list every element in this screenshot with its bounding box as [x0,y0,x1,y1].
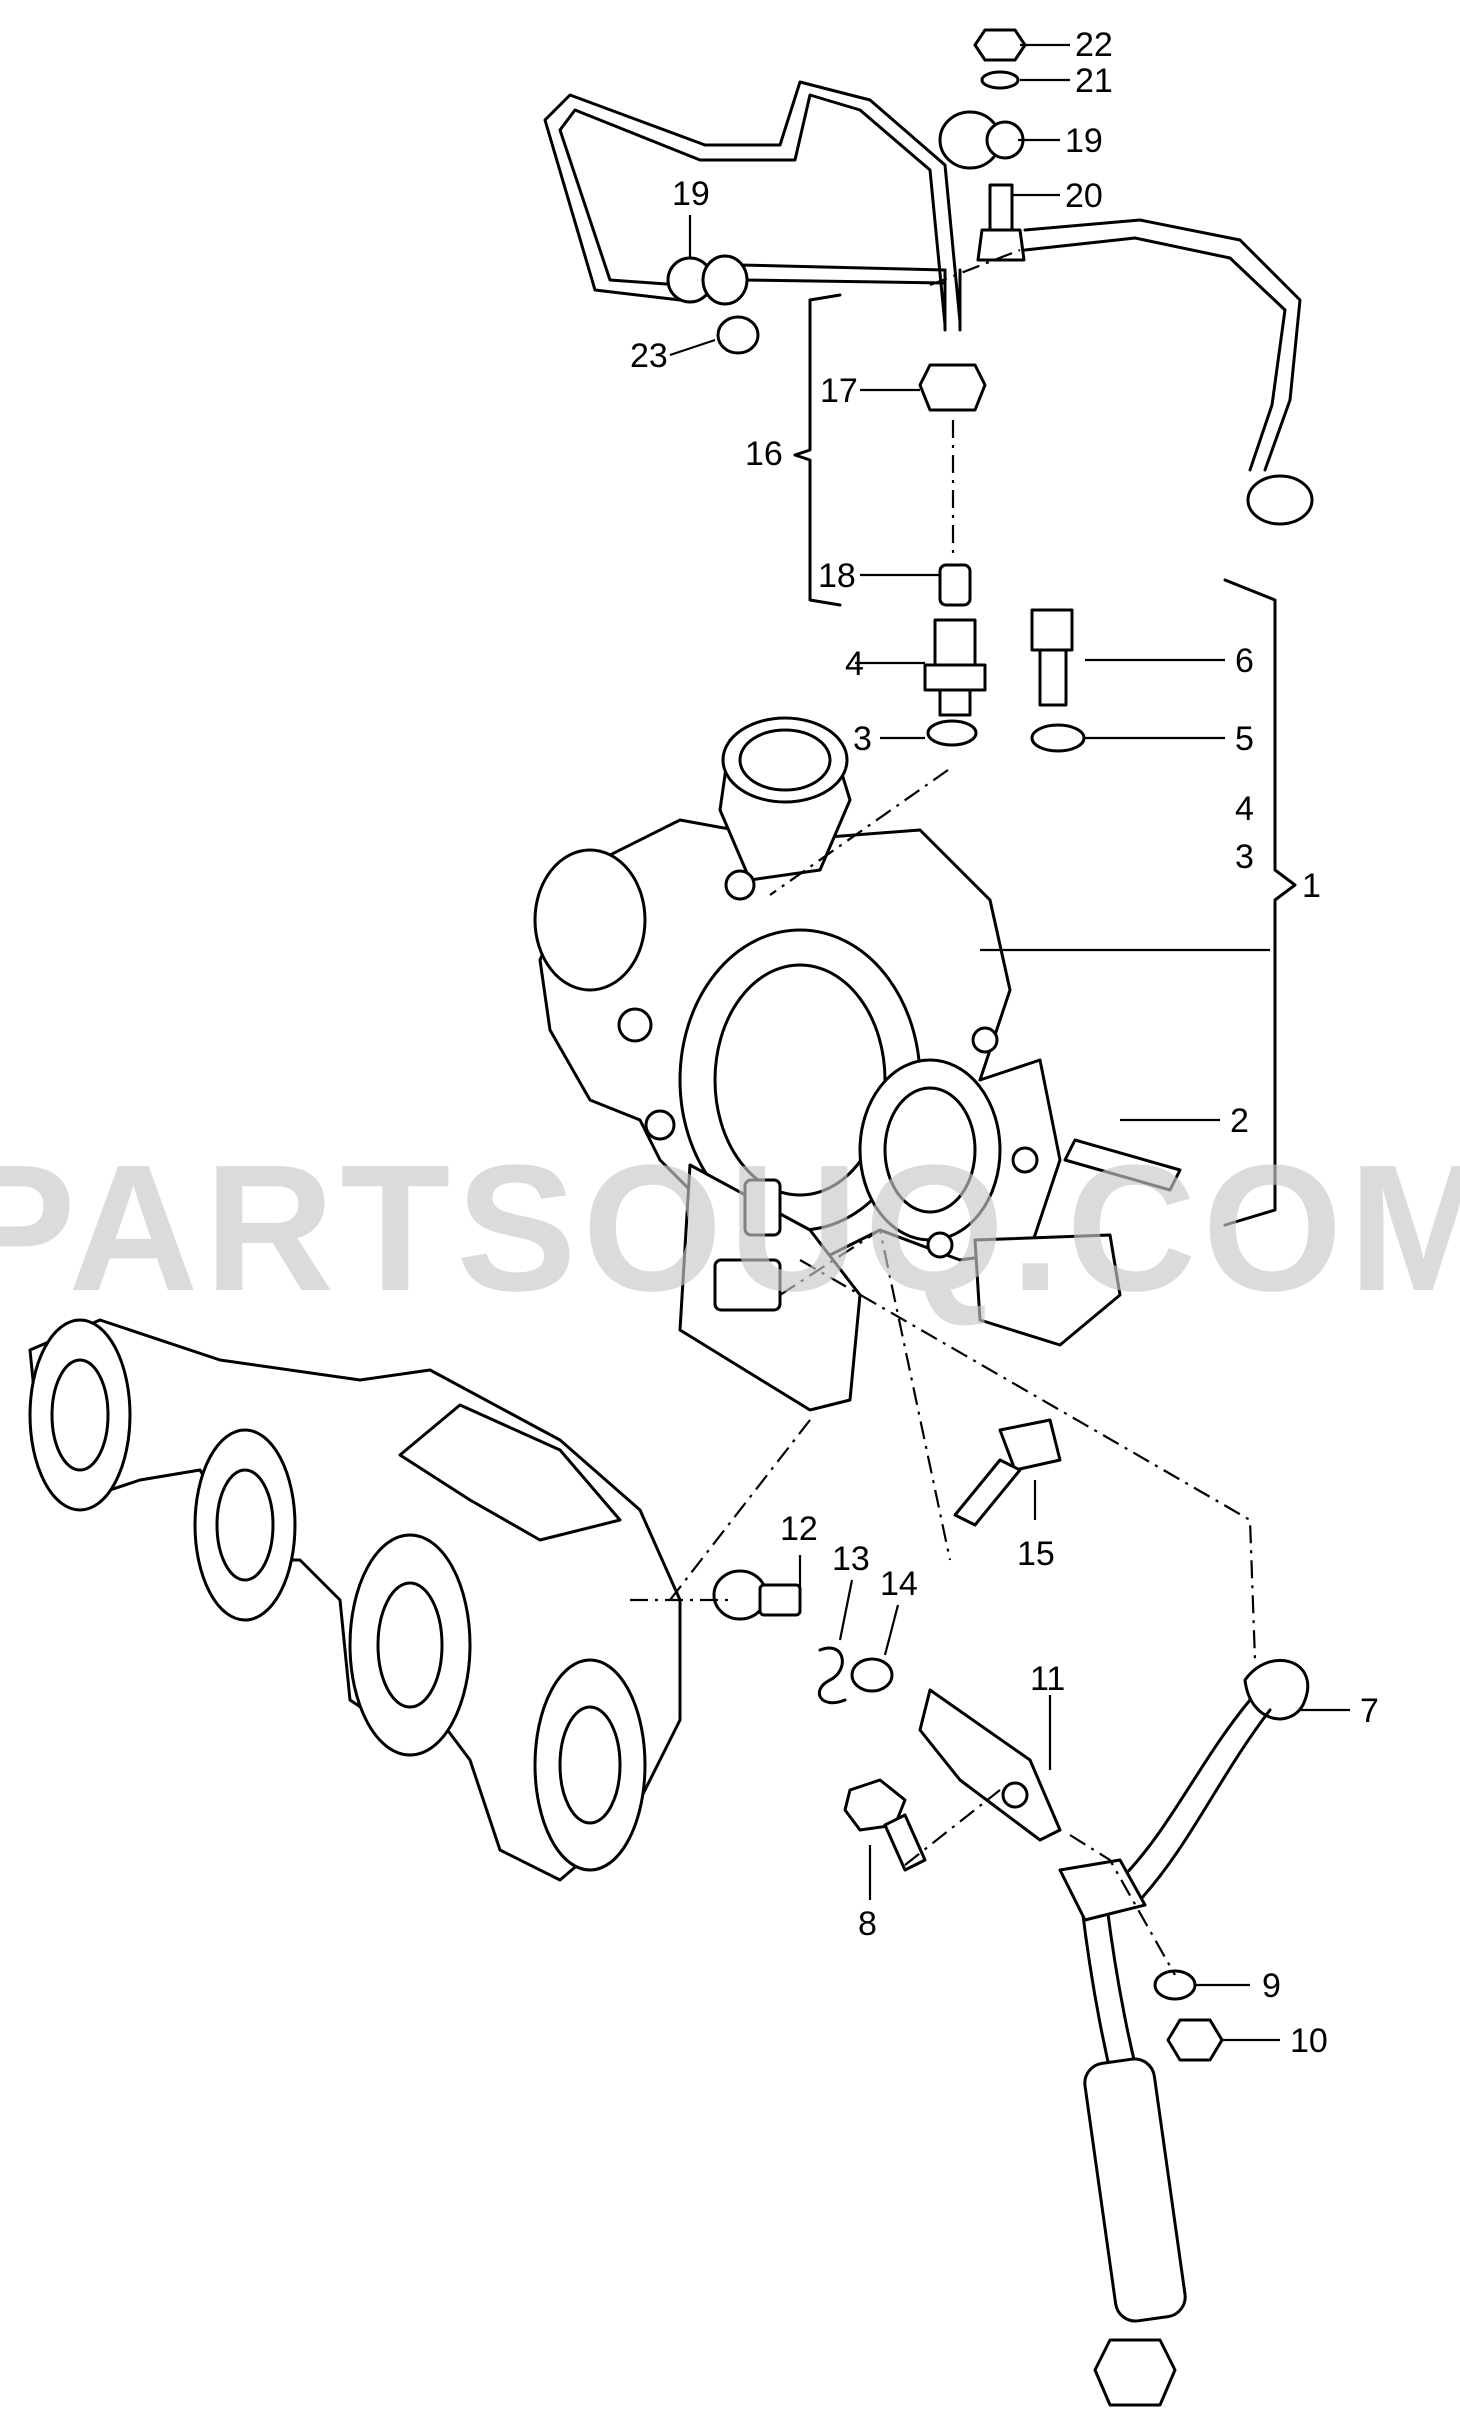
exhaust-manifold [28,1318,682,1882]
callout-18: 18 [818,557,856,595]
clip-19-right [938,110,1025,170]
bolt-15 [953,1418,1062,1527]
clamp-block [1058,1858,1147,1922]
callout-13: 13 [832,1540,870,1578]
outlet-flange [973,1233,1122,1347]
callout-19-left: 19 [672,175,710,213]
nut-10 [1166,2018,1224,2062]
bolt-8 [843,1778,927,1872]
callout-1: 1 [1302,867,1321,905]
fitting-4 [923,618,987,717]
bracket-1 [1223,578,1297,1227]
callout-17: 17 [820,372,858,410]
stud-2 [1063,1138,1182,1192]
callout-6: 6 [1235,642,1254,680]
callout-3-left: 3 [853,720,872,758]
fitting-6 [1030,608,1074,707]
ferrule-18 [938,563,972,607]
callout-2: 2 [1230,1102,1249,1140]
washer-9 [1153,1969,1197,2001]
bolt-12 [712,1569,802,1621]
callout-11: 11 [1030,1660,1065,1698]
bracket-11 [918,1688,1062,1842]
clip-19-left [666,254,749,306]
washer-14 [850,1657,894,1693]
bolt-20 [976,183,1026,262]
union-nut-17 [918,363,987,412]
oil-return-pipe [1078,1658,1309,2407]
callout-21: 21 [1075,62,1113,100]
washer-21 [980,70,1020,90]
callout-20: 20 [1065,177,1103,215]
callout-7: 7 [1360,1692,1379,1730]
watermark: PARTSOUQ.COM [0,1128,1460,1329]
spring-clip-13 [817,1646,847,1705]
leader-lines [669,43,1350,2042]
turbocharger [533,716,1062,1262]
callout-5: 5 [1235,720,1254,758]
bracket-16 [793,293,842,607]
callout-15: 15 [1017,1535,1055,1573]
callout-4-left: 4 [845,645,864,683]
callout-8: 8 [858,1905,877,1943]
callout-numbers: 22 21 19 20 19 23 17 16 18 4 3 6 5 4 3 1… [630,26,1379,2060]
callout-3-right: 3 [1235,838,1254,876]
callout-10: 10 [1290,2022,1328,2060]
nut-23 [716,315,760,355]
seal-ring-3 [926,719,978,747]
callout-4-right: 4 [1235,790,1254,828]
drain-stub [743,1178,782,1237]
callout-9: 9 [1262,1967,1281,2005]
callout-16: 16 [745,435,783,473]
seal-ring-5 [1030,723,1086,753]
callout-12: 12 [780,1510,818,1548]
callout-19-top: 19 [1065,122,1103,160]
callout-23: 23 [630,337,668,375]
flange-gasket [678,1163,862,1412]
nut-22 [973,28,1027,62]
oil-feed-pipe [543,80,962,332]
right-pipe [1023,218,1314,526]
callout-22: 22 [1075,26,1113,64]
callout-14: 14 [880,1565,918,1603]
